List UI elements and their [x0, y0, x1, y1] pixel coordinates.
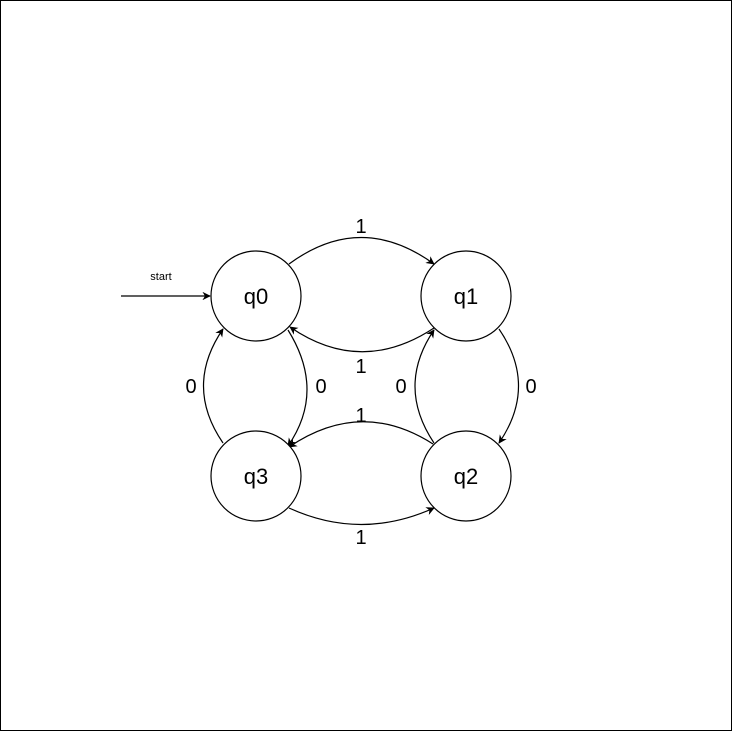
transition-label-q1-q0: 1: [355, 356, 366, 378]
state-q1: q1: [420, 250, 512, 342]
transition-label-q3-q0: 0: [185, 376, 196, 398]
state-q0-label: q0: [244, 284, 268, 309]
state-q2-label: q2: [454, 464, 478, 489]
transition-label-q2-q1: 0: [395, 376, 406, 398]
state-q3: q3: [210, 430, 302, 522]
state-q1-label: q1: [454, 284, 478, 309]
transition-label-q2-q3: 1: [355, 405, 366, 427]
transition-q2-q1: [414, 329, 435, 444]
transition-q1-q2: [498, 328, 520, 444]
state-q0: q0: [210, 250, 302, 342]
transition-label-q1-q2: 0: [525, 376, 536, 398]
transition-q3-q2: [288, 507, 435, 526]
state-q2-circle: [420, 430, 512, 522]
state-q1-circle: [420, 250, 512, 342]
state-q3-label: q3: [244, 464, 268, 489]
state-q3-circle: [210, 430, 302, 522]
state-q0-circle: [210, 250, 302, 342]
transition-label-q3-q2: 1: [355, 527, 366, 549]
transition-q1-q0: [289, 326, 435, 353]
state-q2: q2: [420, 430, 512, 522]
transition-label-q0-q3: 0: [315, 376, 326, 398]
start-label: start: [150, 271, 171, 283]
transition-q3-q0: [202, 328, 224, 444]
transition-q0-q1: [288, 237, 435, 265]
transition-q2-q3: [288, 421, 434, 448]
transition-label-q0-q1: 1: [355, 216, 366, 238]
transition-q0-q3: [287, 329, 308, 447]
